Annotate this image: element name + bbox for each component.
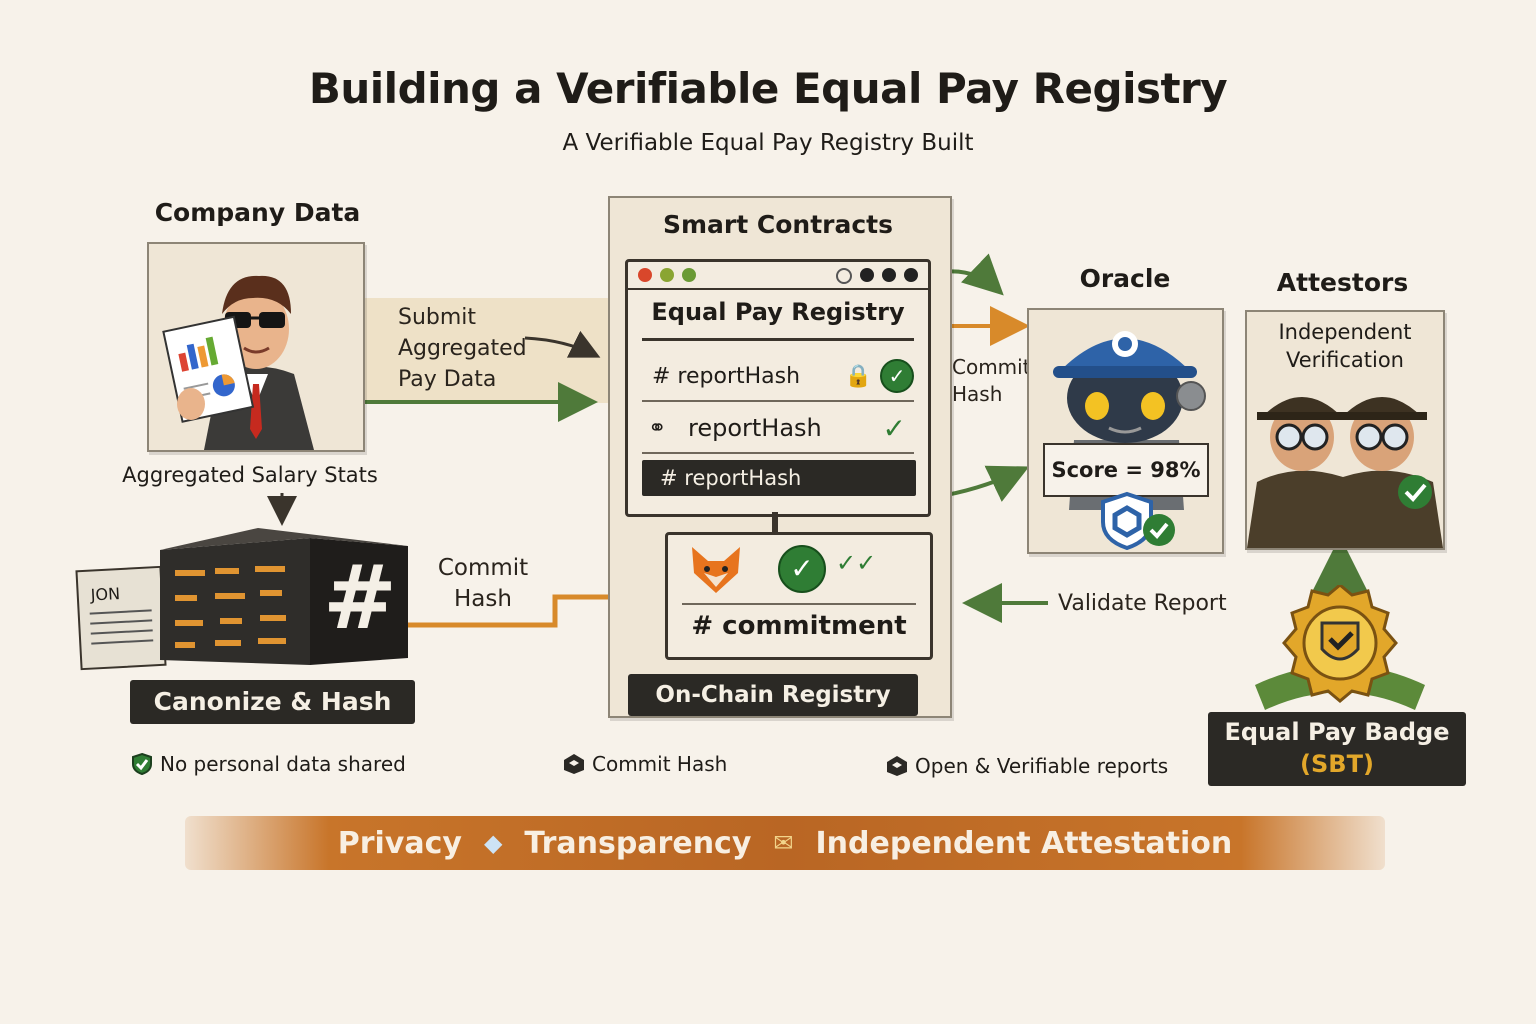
json-file-icon: JON: [75, 565, 167, 671]
window-controls: [836, 268, 918, 284]
footer-privacy: Privacy: [337, 825, 462, 861]
note-open-label: Open & Verifiable reports: [915, 754, 1169, 778]
note-open: Open & Verifiable reports: [885, 754, 1168, 778]
cube-icon: [564, 754, 584, 774]
commitment-label: # commitment: [691, 611, 907, 641]
registry-title: Equal Pay Registry: [651, 298, 905, 326]
check-icon: ✓: [880, 359, 914, 393]
note-commit-label: Commit Hash: [592, 752, 728, 776]
report-row-3: # reportHash: [642, 460, 916, 496]
report-row-1: # reportHash 🔒 ✓: [642, 352, 914, 402]
gold-badge-icon: [1255, 585, 1425, 710]
company-data-card: [147, 242, 365, 452]
attestors-caption: Independent Verification: [1278, 320, 1412, 372]
detectives-icon: [1247, 397, 1443, 548]
window-dots: [638, 268, 696, 282]
report-row-2-label: reportHash: [688, 414, 822, 442]
fox-wallet-icon: [688, 543, 744, 595]
cube-icon: [887, 756, 907, 776]
sketch-checks-icon: ✓✓: [836, 549, 877, 577]
check-mark-icon: ✓: [882, 411, 906, 445]
server-rack-icon: #: [160, 520, 408, 665]
report-row-1-label: # reportHash: [652, 363, 801, 389]
robot-oracle-icon: [1029, 310, 1222, 552]
shield-check-icon: [132, 752, 152, 776]
canonize-banner: Canonize & Hash: [130, 680, 415, 724]
contracts-heading: Smart Contracts: [662, 210, 894, 239]
submit-arrow: [524, 330, 601, 358]
commit-hash-arrow: [408, 572, 670, 628]
page-subtitle: A Verifiable Equal Pay Registry Built: [562, 130, 974, 156]
file-label: JON: [90, 584, 121, 605]
footer-values: Privacy ◆ Transparency ✉ Independent Att…: [185, 816, 1385, 870]
connector-line: [772, 512, 778, 536]
commitment-box: ✓ ✓✓ # commitment: [665, 532, 933, 660]
diamond-icon: ◆: [483, 829, 503, 857]
badge-line-2: (SBT): [1300, 750, 1374, 778]
oracle-commit-label: Commit Hash: [952, 355, 1031, 406]
attestors-heading: Attestors: [1276, 268, 1409, 297]
attestors-card: Independent Verification: [1245, 310, 1445, 550]
equal-pay-badge-banner: Equal Pay Badge (SBT): [1208, 712, 1466, 786]
submit-label: Submit Aggregated Pay Data: [398, 305, 527, 392]
validate-label: Validate Report: [1058, 591, 1227, 616]
footer-attestation: Independent Attestation: [815, 825, 1233, 861]
envelope-icon: ✉: [773, 829, 794, 857]
oracle-heading: Oracle: [1079, 264, 1171, 293]
footer-transparency: Transparency: [524, 825, 752, 861]
note-commit: Commit Hash: [562, 752, 727, 776]
company-heading: Company Data: [154, 198, 361, 227]
hash-glyph: #: [323, 546, 397, 649]
commit-hash-label: Commit Hash: [437, 555, 529, 612]
badge-line-1: Equal Pay Badge: [1224, 718, 1450, 746]
chain-link-icon: ⚭: [648, 415, 667, 441]
commitment-check-icon: ✓: [778, 545, 826, 593]
company-caption: Aggregated Salary Stats: [122, 463, 378, 487]
page-title: Building a Verifiable Equal Pay Registry: [308, 64, 1228, 113]
report-row-2: ⚭ reportHash ✓: [642, 404, 914, 454]
lock-icon: 🔒: [844, 363, 872, 389]
shield-check-icon: [1101, 491, 1175, 550]
on-chain-banner: On-Chain Registry: [628, 674, 918, 716]
score-display: Score = 98%: [1043, 443, 1209, 497]
person-with-report-icon: [149, 244, 363, 450]
note-privacy: No personal data shared: [130, 752, 406, 776]
oracle-card: Score = 98%: [1027, 308, 1224, 554]
registry-window: Equal Pay Registry # reportHash 🔒 ✓ ⚭ re…: [625, 259, 931, 517]
footer-band: [185, 816, 1385, 870]
note-privacy-label: No personal data shared: [160, 752, 406, 776]
